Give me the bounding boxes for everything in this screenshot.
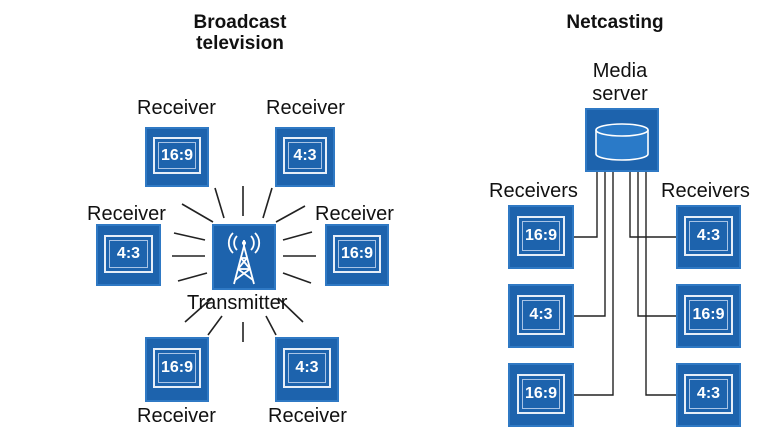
- aspect-ratio: 4:3: [529, 305, 553, 323]
- receiver-left: 4:3: [96, 224, 161, 286]
- transmitter-label: Transmitter: [187, 292, 288, 314]
- aspect-ratio: 16:9: [340, 244, 373, 262]
- aspect-ratio: 16:9: [692, 305, 725, 323]
- radio-tower-icon: [227, 232, 261, 285]
- receivers-label-right: Receivers: [661, 180, 750, 202]
- screen: 4:3: [684, 373, 733, 414]
- aspect-ratio: 4:3: [696, 384, 721, 402]
- aspect-ratio: 4:3: [295, 359, 319, 377]
- netcast-connectors: [574, 172, 676, 396]
- screen: 16:9: [516, 373, 566, 414]
- receiver-top-right: 4:3: [275, 127, 335, 187]
- screen: 4:3: [283, 348, 331, 389]
- media-server-label-line2: server: [592, 83, 648, 105]
- netcast-receiver-right-3: 4:3: [676, 363, 741, 427]
- aspect-ratio: 16:9: [524, 226, 557, 244]
- screen: 16:9: [684, 294, 733, 335]
- receiver-label-top-left: Receiver: [137, 97, 216, 119]
- netcast-receiver-left-1: 16:9: [508, 205, 574, 269]
- media-server-label-line1: Media: [592, 60, 648, 82]
- broadcast-heading-line1: Broadcast: [193, 12, 287, 33]
- receiver-label-left: Receiver: [87, 203, 166, 225]
- receiver-bottom-right: 4:3: [275, 337, 339, 402]
- screen: 4:3: [282, 137, 328, 175]
- broadcast-heading-line2: television: [196, 33, 284, 54]
- aspect-ratio: 16:9: [160, 359, 193, 377]
- netcast-receiver-right-2: 16:9: [676, 284, 741, 348]
- aspect-ratio: 4:3: [293, 146, 317, 164]
- aspect-ratio: 16:9: [160, 146, 193, 164]
- netcast-receiver-left-2: 4:3: [508, 284, 574, 348]
- receivers-label-left: Receivers: [489, 180, 578, 202]
- screen: 4:3: [104, 234, 153, 273]
- netcast-receiver-right-1: 4:3: [676, 205, 741, 269]
- media-server-box: [585, 108, 659, 172]
- receiver-top-left: 16:9: [145, 127, 209, 187]
- screen: 4:3: [516, 294, 566, 335]
- receiver-label-bottom-left: Receiver: [137, 405, 216, 427]
- aspect-ratio: 4:3: [696, 226, 721, 244]
- receiver-label-bottom-right: Receiver: [268, 405, 347, 427]
- receiver-label-right: Receiver: [315, 203, 394, 225]
- database-icon: [595, 123, 649, 161]
- receiver-right: 16:9: [325, 224, 389, 286]
- screen: 4:3: [684, 215, 733, 256]
- aspect-ratio: 16:9: [524, 384, 557, 402]
- media-server-label: Media server: [575, 60, 665, 106]
- receiver-bottom-left: 16:9: [145, 337, 209, 402]
- screen: 16:9: [153, 348, 201, 389]
- netcast-receiver-left-3: 16:9: [508, 363, 574, 427]
- broadcast-rays: [172, 186, 316, 342]
- netcasting-heading: Netcasting: [566, 12, 664, 33]
- screen: 16:9: [333, 234, 381, 273]
- broadcast-heading: Broadcast television: [170, 12, 310, 54]
- screen: 16:9: [153, 137, 201, 175]
- aspect-ratio: 4:3: [116, 244, 141, 262]
- transmitter-box: [212, 224, 276, 290]
- screen: 16:9: [516, 215, 566, 256]
- receiver-label-top-right: Receiver: [266, 97, 345, 119]
